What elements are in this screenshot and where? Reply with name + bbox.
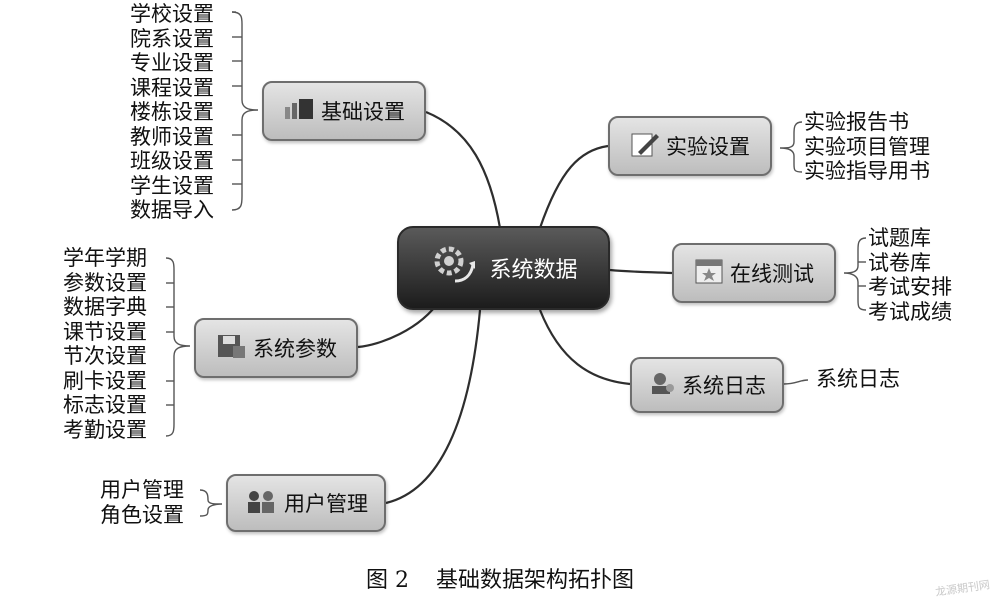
leaf-item: 专业设置 [130,51,214,75]
leaf-item: 试卷库 [868,250,931,275]
floppy-disk-icon [215,332,247,365]
leaf-item: 学校设置 [130,2,214,26]
leaf-item: 系统日志 [816,367,900,391]
figure-caption: 图 2 基础数据架构拓扑图 [0,562,1000,594]
bar-chart-icon [283,97,315,126]
node-system-log: 系统日志 [630,357,784,413]
star-calendar-icon [694,257,724,290]
leaf-item: 用户管理 [100,478,184,502]
node-label: 用户管理 [284,492,368,516]
leaf-item: 教师设置 [130,124,214,149]
node-label: 实验设置 [666,135,750,159]
leaf-item: 数据导入 [130,198,214,222]
center-node: 系统数据 [397,226,610,310]
leaf-item: 实验项目管理 [804,134,930,159]
leaf-item: 数据字典 [63,295,147,319]
gear-icon [429,239,481,297]
leaf-item: 参数设置 [63,270,147,295]
leaf-item: 试题库 [868,226,931,250]
leaf-item: 刷卡设置 [63,368,147,393]
node-system-params: 系统参数 [194,318,358,378]
leaf-list-log: 系统日志 [816,367,900,392]
node-user-management: 用户管理 [226,474,386,532]
node-label: 系统参数 [253,337,337,361]
leaf-item: 课节设置 [63,319,147,344]
leaf-list-experiment: 实验报告书 实验项目管理 实验指导用书 [804,110,930,184]
leaf-item: 节次设置 [63,344,147,368]
leaf-list-users: 用户管理 角色设置 [100,478,184,527]
leaf-item: 学生设置 [130,173,214,198]
leaf-item: 考试安排 [868,275,952,299]
leaf-item: 实验报告书 [804,110,909,134]
pen-paper-icon [630,130,660,163]
leaf-item: 角色设置 [100,502,184,527]
leaf-item: 班级设置 [130,149,214,173]
node-label: 在线测试 [730,262,814,286]
leaf-list-online: 试题库 试卷库 考试安排 考试成绩 [868,226,952,324]
figure-title: 基础数据架构拓扑图 [435,568,634,593]
leaf-item: 实验指导用书 [804,159,930,183]
leaf-list-params: 学年学期 参数设置 数据字典 课节设置 节次设置 刷卡设置 标志设置 考勤设置 [63,246,147,442]
leaf-item: 标志设置 [63,393,147,417]
center-label: 系统数据 [489,258,578,283]
users-icon [244,488,278,519]
node-label: 系统日志 [682,374,766,398]
leaf-list-basic: 学校设置 院系设置 专业设置 课程设置 楼栋设置 教师设置 班级设置 学生设置 … [130,2,214,223]
leaf-item: 学年学期 [63,246,147,270]
leaf-item: 考试成绩 [868,299,952,324]
leaf-item: 课程设置 [130,75,214,100]
node-label: 基础设置 [321,100,405,124]
user-log-icon [648,370,676,401]
leaf-item: 院系设置 [130,26,214,51]
node-experiment-settings: 实验设置 [608,116,772,176]
node-online-test: 在线测试 [672,243,836,303]
leaf-item: 考勤设置 [63,417,147,442]
figure-number: 图 2 [365,568,409,593]
node-basic-settings: 基础设置 [262,81,426,141]
leaf-item: 楼栋设置 [130,100,214,124]
